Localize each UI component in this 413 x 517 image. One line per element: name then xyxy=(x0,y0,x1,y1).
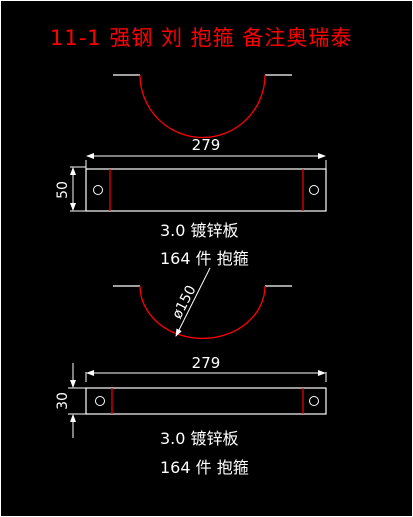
part1-material-note: 3.0 镀锌板 xyxy=(160,221,239,240)
part2-diameter-text: ø150 xyxy=(169,283,199,322)
part2-flat-plate xyxy=(85,387,327,415)
part2-length-dim-text: 279 xyxy=(192,354,221,372)
drawing-title: 11-1 强钢 刘 抱箍 备注奥瑞泰 xyxy=(50,26,352,50)
part2-material-note: 3.0 镀锌板 xyxy=(160,429,239,448)
part1-quantity-note: 164 件 抱箍 xyxy=(160,249,249,268)
part1-length-dim-text: 279 xyxy=(192,136,221,154)
part2-semicircle-view xyxy=(113,285,292,340)
part1-height-dim-text: 50 xyxy=(55,181,71,199)
part2-diameter-leader xyxy=(175,267,211,337)
part1-hole-right xyxy=(309,185,319,195)
part1-semicircle-view xyxy=(113,74,292,139)
part1-height-dimension: 50 xyxy=(55,166,86,212)
part2-length-dimension: 279 xyxy=(85,354,327,382)
part1-semicircle-arc xyxy=(139,74,266,139)
part1-hole-left xyxy=(93,185,103,195)
part1-plate-outline xyxy=(85,168,327,212)
part2-hole-left xyxy=(95,396,105,406)
part1-flat-plate xyxy=(85,168,327,212)
part2-hole-right xyxy=(309,396,319,406)
part2-height-dim-text: 30 xyxy=(55,392,71,410)
part2-height-dimension: 30 xyxy=(55,363,86,438)
part2-diameter-dimension: ø150 xyxy=(169,267,211,337)
part2-semicircle-arc xyxy=(139,285,266,340)
part2-plate-outline xyxy=(85,387,327,415)
part2-quantity-note: 164 件 抱箍 xyxy=(160,458,249,477)
part1-length-dimension: 279 xyxy=(85,136,327,170)
